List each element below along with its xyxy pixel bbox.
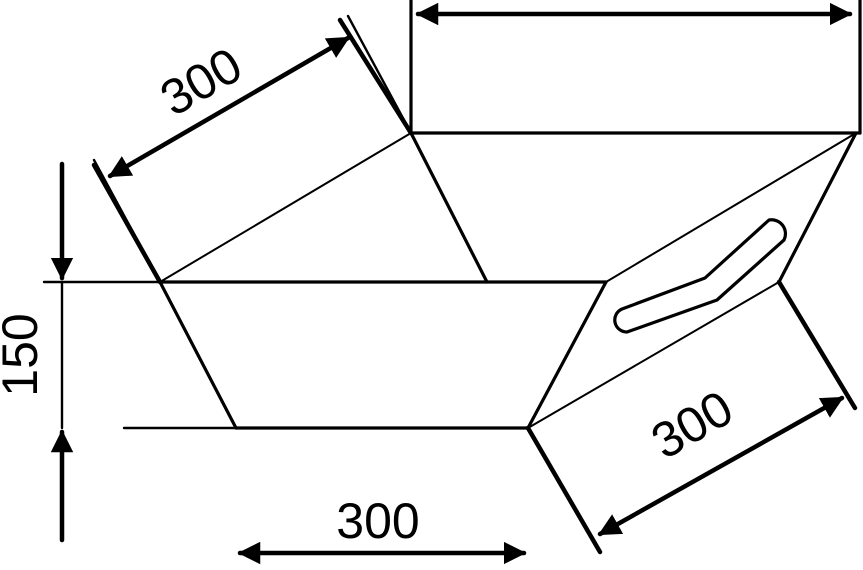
dimension-upper-left: 300 (91, 17, 414, 285)
dimension-left-height: 150 (0, 161, 74, 543)
dim-upper-left-label: 300 (151, 37, 251, 127)
dim-left-label: 150 (0, 313, 48, 396)
plate-right-edge (777, 131, 858, 284)
upper-face-right-edge (409, 131, 489, 284)
plate-top-edge (605, 132, 857, 283)
dim-right-tick-a (776, 279, 858, 411)
dim-right-line (597, 395, 845, 537)
front-face-left-edge (158, 280, 238, 430)
dimension-right: 300 (525, 279, 858, 555)
upper-face-diagonal (159, 132, 412, 283)
dim-upper-left-line (107, 35, 351, 179)
dim-upper-left-tick-b (91, 162, 163, 285)
plate-left-edge (526, 280, 608, 430)
object-outline (158, 0, 862, 430)
dim-upper-left-tick-a (337, 17, 414, 136)
dim-bottom-label: 300 (336, 493, 419, 549)
plate-bottom-edge (527, 281, 780, 429)
dimension-bottom: 300 (237, 493, 527, 565)
dim-right-label: 300 (642, 380, 742, 470)
plate-slot (613, 218, 788, 334)
dim-right-tick-b (525, 425, 603, 555)
